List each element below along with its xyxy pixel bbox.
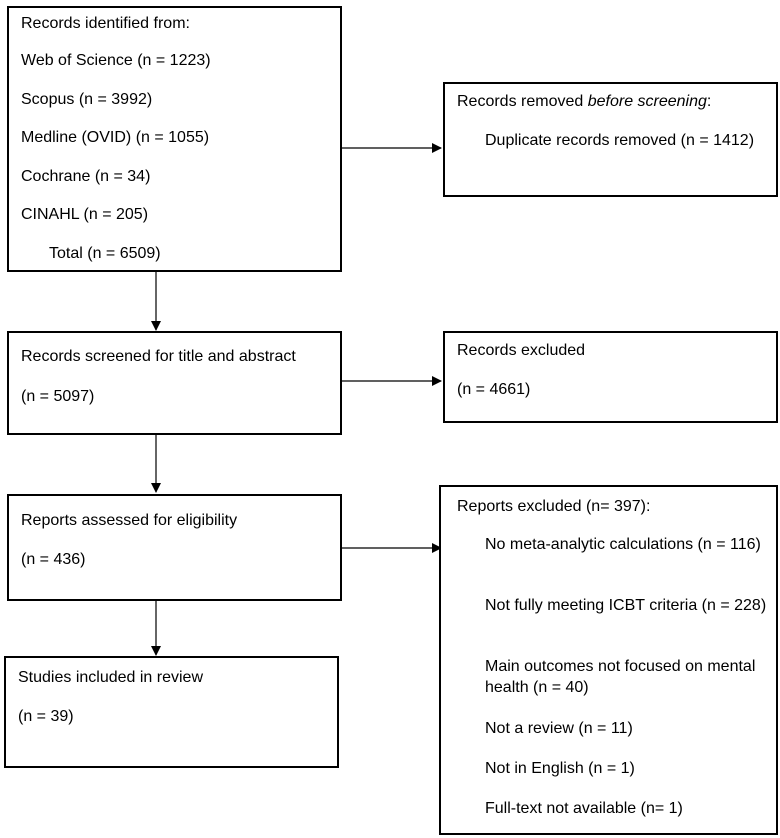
screened-box: Records screened for title and abstract … <box>7 331 342 435</box>
identification-total: Total (n = 6509) <box>49 245 161 262</box>
identification-title: Records identified from: <box>21 15 190 32</box>
source-cochrane: Cochrane (n = 34) <box>21 168 151 185</box>
screened-title: Records screened for title and abstract <box>21 348 296 365</box>
included-title: Studies included in review <box>18 669 203 686</box>
reports-excluded-title: Reports excluded (n= 397): <box>457 498 651 515</box>
assessed-title: Reports assessed for eligibility <box>21 512 238 529</box>
source-scopus: Scopus (n = 3992) <box>21 91 153 108</box>
removed-before-screening-box: Records removed before screening: Duplic… <box>443 82 778 197</box>
reason-not-english: Not in English (n = 1) <box>485 760 635 777</box>
reason-not-icbt: Not fully meeting ICBT criteria (n = 228… <box>485 597 767 614</box>
source-medline: Medline (OVID) (n = 1055) <box>21 129 210 146</box>
included-box: Studies included in review (n = 39) <box>4 656 339 768</box>
source-cinahl: CINAHL (n = 205) <box>21 206 149 223</box>
reports-excluded-box: Reports excluded (n= 397): No meta-analy… <box>439 485 778 835</box>
reason-not-review: Not a review (n = 11) <box>485 720 633 737</box>
reason-not-mental-health: Main outcomes not focused on mental heal… <box>485 658 756 696</box>
assessed-count: (n = 436) <box>21 551 86 568</box>
included-count: (n = 39) <box>18 708 74 725</box>
assessed-box: Reports assessed for eligibility (n = 43… <box>7 494 342 601</box>
source-web-of-science: Web of Science (n = 1223) <box>21 52 211 69</box>
records-excluded-title: Records excluded <box>457 342 586 359</box>
identification-box: Records identified from: Web of Science … <box>7 6 342 272</box>
removed-title: Records removed before screening: <box>457 93 712 110</box>
records-excluded-count: (n = 4661) <box>457 381 531 398</box>
reason-no-meta-analytic: No meta-analytic calculations (n = 116) <box>485 536 761 553</box>
duplicate-records-removed: Duplicate records removed (n = 1412) <box>485 132 755 149</box>
reason-full-text-unavailable: Full-text not available (n= 1) <box>485 800 683 817</box>
screened-count: (n = 5097) <box>21 388 95 405</box>
records-excluded-box: Records excluded (n = 4661) <box>443 331 778 423</box>
